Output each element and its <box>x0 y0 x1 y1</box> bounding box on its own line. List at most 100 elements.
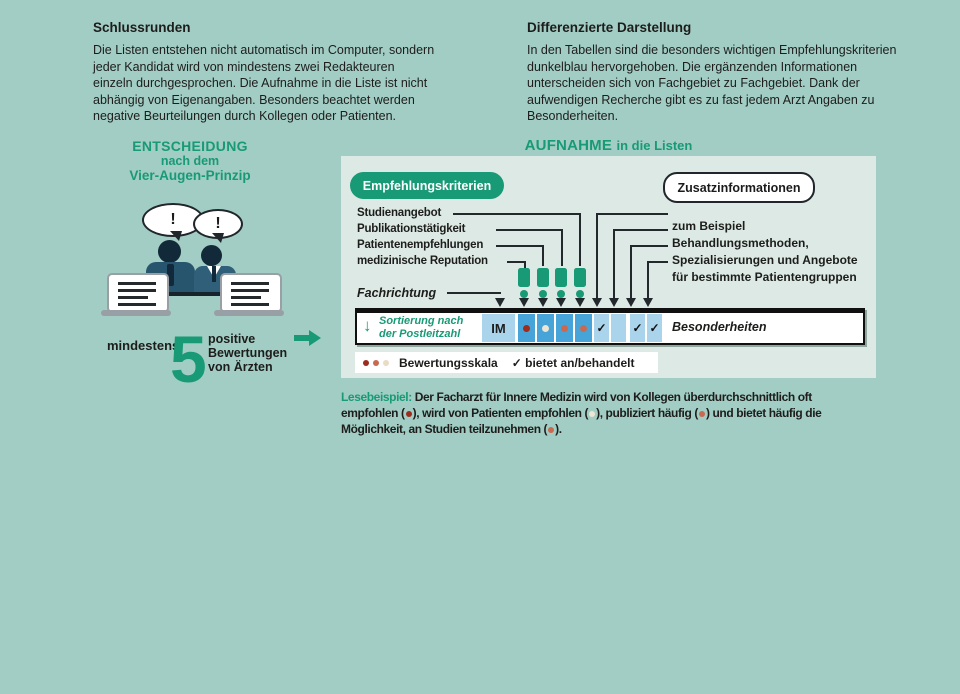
legend-bar: Bewertungsskala ✓ bietet an/behandelt <box>355 352 658 373</box>
connector-line <box>496 245 544 247</box>
reviewer-tie-right <box>212 266 216 282</box>
reading-example: Lesebeispiel: Der Facharzt für Innere Me… <box>341 389 921 437</box>
decision-heading: ENTSCHEIDUNG nach dem Vier-Augen-Prinzip <box>95 138 285 183</box>
admission-panel: Empfehlungskriterien Zusatzinformationen… <box>341 156 876 378</box>
connector-line <box>597 213 668 215</box>
connector-arrowhead <box>592 298 602 307</box>
example-text-segment: ) und bietet häufig die Möglichkeit, an … <box>341 406 822 436</box>
connector-line <box>453 213 581 215</box>
exclamation-mark: ! <box>170 211 176 228</box>
laptop-base-right <box>214 310 284 316</box>
ratings-label: positive Bewertungen von Ärzten <box>208 332 288 374</box>
info-pill: Zusatzinformationen <box>663 172 815 203</box>
differentiated-title: Differenzierte Darstellung <box>527 20 692 35</box>
connector-line <box>507 261 526 263</box>
exclamation-mark: ! <box>215 215 221 232</box>
decision-heading-line2: nach dem <box>160 154 220 168</box>
fachrichtung-label: Fachrichtung <box>357 286 437 300</box>
legend-check-label: ✓ bietet an/behandelt <box>511 355 635 370</box>
rating-dot <box>523 324 530 332</box>
sort-arrow-icon: ↓ <box>363 316 372 335</box>
rating-dot <box>542 324 549 332</box>
rating-dot <box>561 324 568 332</box>
check-cell: ✓ <box>630 314 645 342</box>
legend-dot <box>363 359 369 366</box>
example-text-segment: ). <box>555 422 562 436</box>
document-line <box>118 296 148 299</box>
document-line <box>231 303 269 306</box>
connector-line <box>579 213 581 266</box>
criteria-pill-label: Empfehlungskriterien <box>362 178 492 193</box>
decision-heading-line1: ENTSCHEIDUNG <box>132 138 248 154</box>
flow-arrow-head <box>309 330 321 346</box>
criterion-patientenempfehlungen: Patientenempfehlungen <box>357 239 484 251</box>
speech-bubble-right-tail <box>212 233 224 243</box>
info-pill-label: Zusatzinformationen <box>677 180 801 195</box>
check-mark: ✓ <box>596 321 607 335</box>
laptop-screen-right <box>220 273 282 313</box>
criteria-pill: Empfehlungskriterien <box>350 172 504 199</box>
flow-arrow <box>294 335 309 341</box>
example-text-segment: ), wird von Patienten empfohlen ( <box>412 406 589 420</box>
inline-rating-dot <box>589 411 596 417</box>
connector-line <box>496 229 563 231</box>
connector-arrowhead <box>609 298 619 307</box>
check-cell: ✓ <box>647 314 662 342</box>
rating-cell <box>575 314 592 342</box>
connector-arrowhead <box>575 298 585 307</box>
rating-cell <box>518 314 535 342</box>
speech-bubble-left-tail <box>170 231 182 241</box>
exclamation-badge-dot <box>576 290 584 298</box>
connector-arrowhead <box>556 298 566 307</box>
document-line <box>231 289 269 292</box>
example-text-segment: Der Facharzt für Innere Medizin wird von… <box>341 390 812 420</box>
inline-rating-dot <box>548 427 555 433</box>
exclamation-badge <box>518 268 530 287</box>
example-text-segment: ), publiziert häufig ( <box>596 406 698 420</box>
document-line <box>118 289 156 292</box>
check-cell <box>611 314 626 342</box>
rating-dot <box>580 324 587 332</box>
result-table: ↓ Sortierung nach der Postleitzahl IM ✓ … <box>355 308 865 345</box>
inline-rating-dot <box>698 411 705 417</box>
criterion-studienangebot: Studienangebot <box>357 207 442 219</box>
criterion-medizinische-reputation: medizinische Reputation <box>357 255 488 267</box>
document-line <box>231 296 261 299</box>
decision-heading-line3: Vier-Augen-Prinzip <box>129 168 251 183</box>
connector-line <box>630 245 632 298</box>
reviewer-head-right <box>201 245 222 266</box>
final-rounds-body: Die Listen entstehen nicht automatisch i… <box>93 43 435 123</box>
admission-heading-rest: in die Listen <box>616 138 693 153</box>
check-mark: ✓ <box>649 321 660 335</box>
exclamation-badge-dot <box>557 290 565 298</box>
connector-arrowhead <box>495 298 505 307</box>
connector-line <box>561 229 563 266</box>
sort-label: Sortierung nach der Postleitzahl <box>379 315 464 340</box>
exclamation-badge <box>555 268 567 287</box>
info-text: zum Beispiel Behandlungsmethoden, Spezia… <box>672 219 858 284</box>
connector-line <box>596 213 598 298</box>
connector-line <box>631 245 668 247</box>
inline-rating-dot <box>405 411 412 417</box>
document-line <box>231 282 269 285</box>
admission-heading: AUFNAHME in die Listen <box>341 137 876 155</box>
example-text-segment: Lesebeispiel: <box>341 390 415 404</box>
connector-arrowhead <box>538 298 548 307</box>
cell-im-label: IM <box>491 320 506 336</box>
laptop-screen-left <box>107 273 169 313</box>
connector-arrowhead <box>519 298 529 307</box>
reviewer-tie-left <box>167 264 174 286</box>
reviewer-head-left <box>158 240 181 263</box>
cell-fachrichtung-im: IM <box>482 314 515 342</box>
final-rounds-title: Schlussrunden <box>93 20 191 35</box>
connector-line <box>524 261 526 268</box>
rating-cell <box>556 314 573 342</box>
admission-heading-strong: AUFNAHME <box>524 137 613 154</box>
connector-line <box>648 261 668 263</box>
legend-dot <box>373 359 379 366</box>
connector-line <box>447 292 501 294</box>
connector-line <box>647 261 649 298</box>
document-line <box>118 303 156 306</box>
connector-line <box>614 229 668 231</box>
